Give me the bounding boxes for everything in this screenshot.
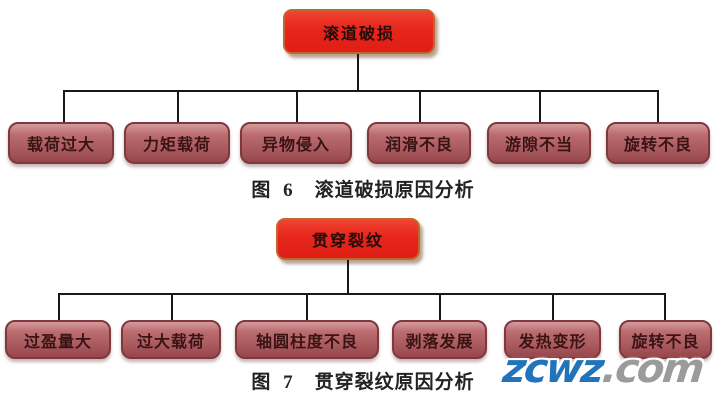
watermark-logo: zcwz.com bbox=[501, 346, 705, 392]
connector-drop bbox=[63, 90, 65, 123]
figure-title: 贯穿裂纹原因分析 bbox=[314, 372, 475, 393]
connector-rail bbox=[63, 90, 659, 92]
connector-drop bbox=[306, 293, 308, 321]
connector-drop bbox=[171, 293, 173, 321]
connector-drop bbox=[552, 293, 554, 321]
figure-number: 图 7 bbox=[251, 372, 297, 393]
child-node-label: 旋转不良 bbox=[623, 137, 692, 154]
child-node: 力矩载荷 bbox=[124, 122, 230, 164]
root-node-label: 滚道破损 bbox=[322, 25, 395, 43]
child-node: 异物侵入 bbox=[240, 122, 352, 164]
figure-number: 图 6 bbox=[251, 180, 297, 201]
figure-title: 滚道破损原因分析 bbox=[314, 180, 475, 201]
connector-drop bbox=[419, 90, 421, 123]
connector-drop bbox=[296, 90, 298, 123]
child-node: 旋转不良 bbox=[606, 122, 710, 164]
connector-drop bbox=[664, 293, 666, 321]
child-node-label: 润滑不良 bbox=[384, 137, 453, 154]
child-node: 游隙不当 bbox=[487, 122, 591, 164]
child-node-label: 过大载荷 bbox=[136, 333, 205, 351]
connector-rail bbox=[58, 293, 666, 295]
root-node-label: 贯穿裂纹 bbox=[311, 233, 384, 250]
child-node-label: 游隙不当 bbox=[504, 137, 573, 154]
child-node: 润滑不良 bbox=[367, 122, 471, 164]
connector-stem bbox=[347, 260, 349, 295]
child-node: 过盈量大 bbox=[5, 320, 111, 359]
connector-stem bbox=[357, 54, 359, 91]
watermark-tld: .com bbox=[599, 346, 705, 392]
child-node: 发热变形 bbox=[504, 320, 601, 359]
child-node-label: 异物侵入 bbox=[261, 137, 330, 154]
connector-drop bbox=[539, 90, 541, 123]
child-node: 载荷过大 bbox=[8, 122, 114, 164]
connector-drop bbox=[58, 293, 60, 321]
figure-caption: 图 7 贯穿裂纹原因分析 bbox=[0, 367, 726, 394]
connector-drop bbox=[657, 90, 659, 123]
child-node: 过大载荷 bbox=[121, 320, 221, 359]
child-node: 剥落发展 bbox=[392, 320, 487, 359]
child-node-label: 轴圆柱度不良 bbox=[255, 333, 358, 351]
child-node-label: 发热变形 bbox=[518, 333, 587, 351]
watermark-name: zcwz bbox=[500, 346, 605, 392]
child-node-label: 载荷过大 bbox=[26, 137, 95, 154]
child-node: 旋转不良 bbox=[619, 320, 712, 359]
child-node-label: 力矩载荷 bbox=[142, 137, 211, 154]
connector-drop bbox=[439, 293, 441, 321]
root-node-track-damage: 滚道破损 bbox=[283, 9, 435, 54]
figure-caption: 图 6 滚道破损原因分析 bbox=[0, 175, 726, 202]
child-node-label: 过盈量大 bbox=[23, 333, 92, 351]
child-node-label: 剥落发展 bbox=[405, 333, 474, 351]
root-node-through-crack: 贯穿裂纹 bbox=[276, 218, 420, 260]
connector-drop bbox=[177, 90, 179, 123]
child-node: 轴圆柱度不良 bbox=[235, 320, 379, 359]
child-node-label: 旋转不良 bbox=[631, 333, 700, 351]
